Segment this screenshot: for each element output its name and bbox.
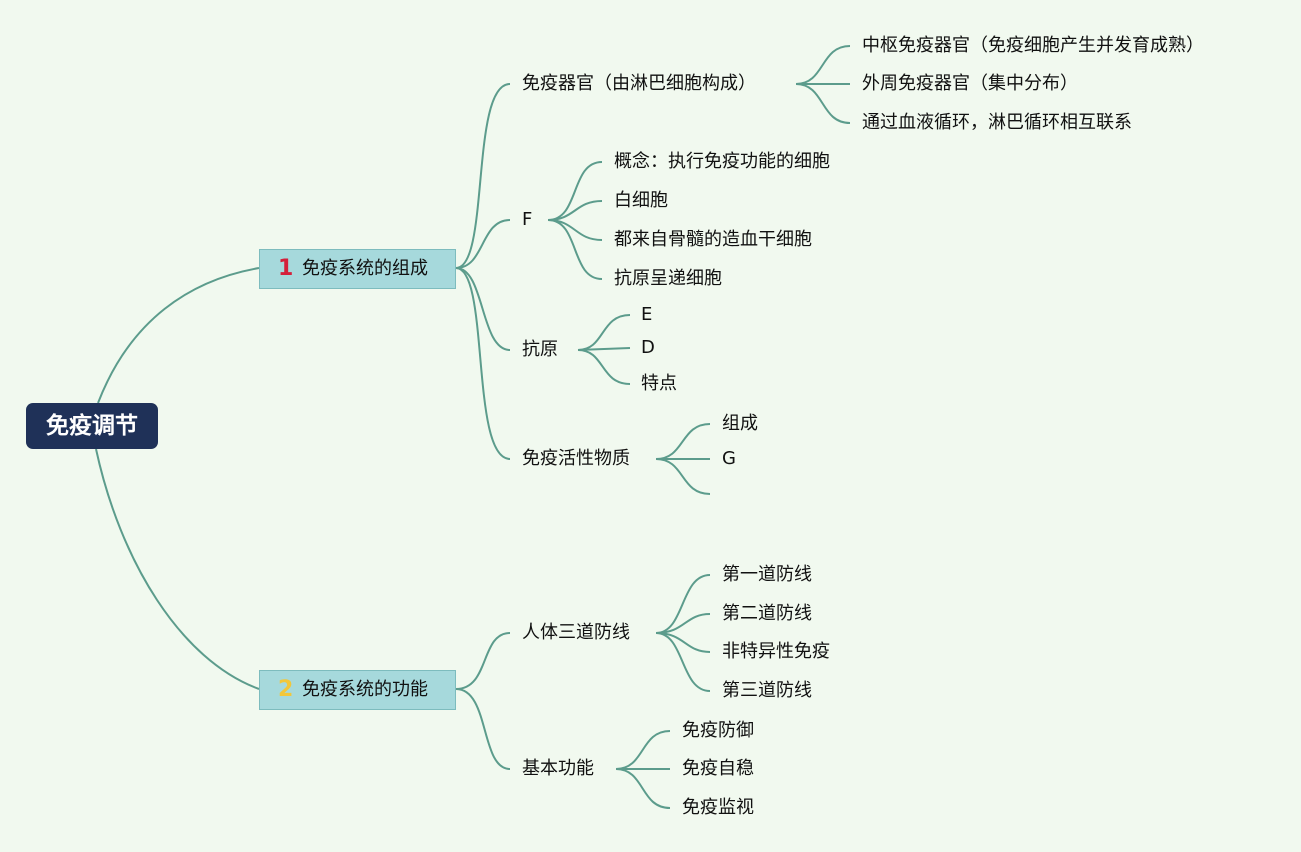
link-b1-c3 <box>455 267 511 351</box>
leaf-immune-surveillance[interactable]: 免疫监视 <box>682 797 754 818</box>
link-g4-1 <box>655 423 711 460</box>
link-g2-2 <box>547 200 603 221</box>
link-b1-c4 <box>455 267 511 460</box>
leaf-third-line[interactable]: 第三道防线 <box>722 680 812 701</box>
leaf-d[interactable]: D <box>641 337 655 358</box>
leaf-white-blood-cell[interactable]: 白细胞 <box>614 190 668 211</box>
subtopic-antigen[interactable]: 抗原 <box>522 339 558 360</box>
branch-1-topic[interactable]: 1 免疫系统的组成 <box>259 249 456 289</box>
link-b2-c1 <box>455 632 511 690</box>
link-root-branch-1 <box>97 267 260 404</box>
link-g2-1 <box>547 161 603 221</box>
leaf-first-line[interactable]: 第一道防线 <box>722 564 812 585</box>
link-g5-1 <box>655 574 711 634</box>
subtopic-active-substances[interactable]: 免疫活性物质 <box>522 448 630 469</box>
subtopic-three-lines[interactable]: 人体三道防线 <box>522 622 630 643</box>
link-g1-1 <box>795 45 851 85</box>
subtopic-immune-organs[interactable]: 免疫器官（由淋巴细胞构成） <box>522 73 756 94</box>
leaf-nonspecific-immunity[interactable]: 非特异性免疫 <box>722 641 830 662</box>
link-g6-1 <box>615 730 671 770</box>
link-g5-4 <box>655 632 711 692</box>
branch-2-label: 免疫系统的功能 <box>302 679 428 700</box>
link-g6-3 <box>615 768 671 809</box>
branch-1-label: 免疫系统的组成 <box>302 258 428 279</box>
leaf-bone-marrow-origin[interactable]: 都来自骨髓的造血干细胞 <box>614 229 812 250</box>
link-g2-4 <box>547 219 603 280</box>
link-root-branch-2 <box>95 448 260 690</box>
leaf-circulation-link[interactable]: 通过血液循环，淋巴循环相互联系 <box>862 112 1132 133</box>
leaf-composition[interactable]: 组成 <box>722 413 758 434</box>
root-topic[interactable]: 免疫调节 <box>26 403 158 449</box>
link-g3-2 <box>577 347 631 351</box>
link-g3-1 <box>577 314 631 351</box>
link-b1-c2 <box>455 219 511 269</box>
leaf-e[interactable]: E <box>641 304 653 325</box>
link-g2-3 <box>547 219 603 241</box>
branch-2-number: 2 <box>278 677 294 702</box>
subtopic-basic-functions[interactable]: 基本功能 <box>522 758 594 779</box>
leaf-second-line[interactable]: 第二道防线 <box>722 603 812 624</box>
leaf-immune-homeostasis[interactable]: 免疫自稳 <box>682 758 754 779</box>
link-g1-3 <box>795 83 851 124</box>
leaf-central-organs[interactable]: 中枢免疫器官（免疫细胞产生并发育成熟） <box>862 35 1204 56</box>
link-g4-3 <box>655 458 711 495</box>
leaf-antigen-presenting-cell[interactable]: 抗原呈递细胞 <box>614 268 722 289</box>
leaf-peripheral-organs[interactable]: 外周免疫器官（集中分布） <box>862 73 1078 94</box>
branch-2-topic[interactable]: 2 免疫系统的功能 <box>259 670 456 710</box>
link-g3-3 <box>577 349 631 385</box>
leaf-g[interactable]: G <box>722 448 736 469</box>
leaf-immune-defense[interactable]: 免疫防御 <box>682 720 754 741</box>
leaf-antigen-features[interactable]: 特点 <box>641 373 677 394</box>
subtopic-f[interactable]: F <box>522 209 533 230</box>
branch-1-number: 1 <box>278 256 294 281</box>
leaf-f-concept[interactable]: 概念：执行免疫功能的细胞 <box>614 151 830 172</box>
link-b1-c1 <box>455 83 511 269</box>
link-b2-c2 <box>455 688 511 770</box>
